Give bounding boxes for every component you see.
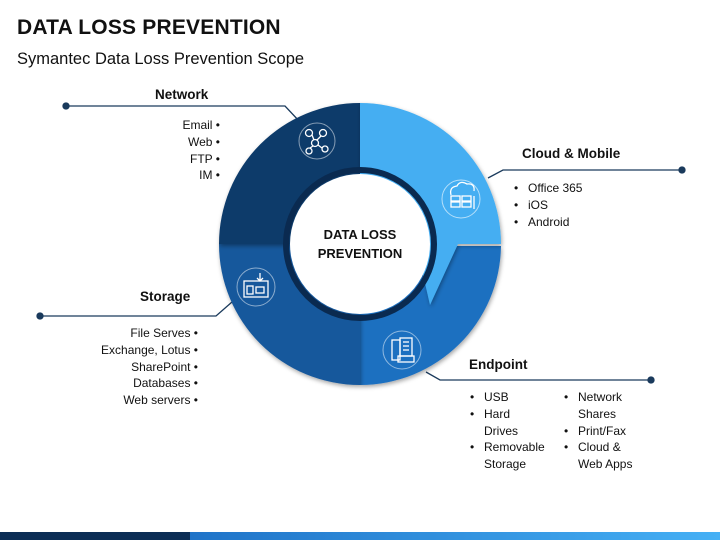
page-title: DATA LOSS PREVENTION bbox=[17, 16, 281, 39]
network-list: Email Web FTP IM bbox=[150, 117, 220, 184]
list-item-continued: Web Apps bbox=[578, 457, 633, 472]
list-item: File Serves bbox=[70, 325, 198, 342]
cycle-ring bbox=[219, 103, 501, 385]
list-item: FTP bbox=[150, 151, 220, 168]
list-item: iOS bbox=[514, 197, 648, 214]
list-item: Web bbox=[150, 134, 220, 151]
network-connector-dot bbox=[62, 102, 70, 110]
list-item: Hard bbox=[470, 406, 564, 423]
endpoint-connector-line bbox=[425, 371, 651, 381]
list-item-continued: Storage bbox=[484, 457, 527, 472]
cloud-connector-line bbox=[487, 169, 682, 179]
list-item: Android bbox=[514, 214, 648, 231]
network-connector-line bbox=[66, 105, 301, 123]
footer-bar-gradient bbox=[190, 532, 720, 540]
storage-connector-dot bbox=[36, 312, 44, 320]
ring-segment-cloud bbox=[360, 103, 501, 305]
list-item-continued: Drives bbox=[484, 423, 519, 438]
page-subtitle: Symantec Data Loss Prevention Scope bbox=[17, 50, 305, 68]
ring-segment-storage bbox=[219, 184, 360, 385]
footer-bar-dark bbox=[0, 532, 190, 540]
list-item: SharePoint bbox=[70, 359, 198, 376]
endpoint-devices-icon bbox=[382, 330, 422, 370]
cloud-mobile-heading: Cloud & Mobile bbox=[522, 146, 621, 161]
list-item: IM bbox=[150, 167, 220, 184]
cloud-server-icon bbox=[441, 179, 481, 219]
cloud-connector-dot bbox=[678, 166, 686, 174]
endpoint-connector-dot bbox=[647, 376, 655, 384]
network-heading: Network bbox=[155, 87, 209, 102]
storage-heading: Storage bbox=[140, 289, 191, 304]
list-item: Web servers bbox=[70, 392, 198, 409]
list-item: Exchange, Lotus bbox=[70, 342, 198, 359]
cloud-mobile-list: Office 365 iOS Android bbox=[514, 180, 648, 231]
list-item: USB bbox=[470, 389, 564, 406]
list-item: Print/Fax bbox=[564, 423, 668, 440]
list-item-continued: Shares bbox=[578, 406, 617, 421]
center-label-line1: DATA LOSS bbox=[324, 227, 397, 242]
list-item: Removable bbox=[470, 439, 564, 456]
list-item: Email bbox=[150, 117, 220, 134]
storage-connector-line bbox=[40, 301, 233, 317]
endpoint-list-col2: Network Shares Print/Fax Cloud & Web App… bbox=[564, 389, 668, 473]
list-item: Cloud & bbox=[564, 439, 668, 456]
list-item: Office 365 bbox=[514, 180, 648, 197]
ring-segment-network bbox=[219, 103, 420, 244]
endpoint-heading: Endpoint bbox=[469, 357, 528, 372]
network-nodes-icon bbox=[298, 122, 336, 160]
storage-box-icon bbox=[236, 267, 276, 307]
list-item: Network bbox=[564, 389, 668, 406]
list-item: Databases bbox=[70, 375, 198, 392]
endpoint-list-col1: USB Hard Drives Removable Storage bbox=[470, 389, 564, 473]
center-label-line2: PREVENTION bbox=[318, 246, 403, 261]
ring-segment-endpoint bbox=[300, 246, 501, 385]
storage-list: File Serves Exchange, Lotus SharePoint D… bbox=[70, 325, 198, 409]
